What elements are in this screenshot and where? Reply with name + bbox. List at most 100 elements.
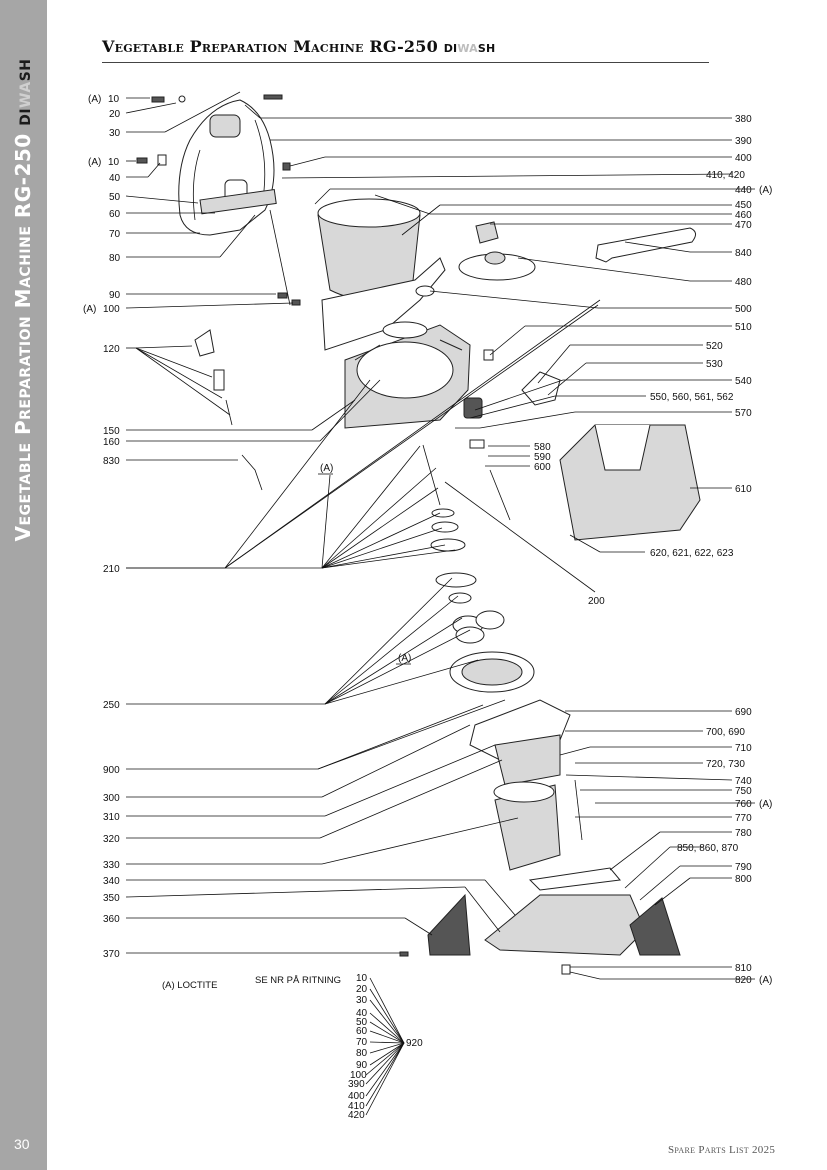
callout-label: 40 bbox=[109, 173, 121, 184]
header-rule bbox=[102, 62, 709, 63]
callout-label: 60 bbox=[109, 209, 121, 220]
page-title-text: Vegetable Preparation Machine RG-250 bbox=[102, 37, 438, 56]
callout-label: 800 bbox=[735, 874, 752, 885]
callout-label: 820 bbox=[735, 975, 752, 986]
callout-label: 690 bbox=[735, 707, 752, 718]
callout-label: 360 bbox=[103, 914, 120, 925]
brand-logo-wa: wa bbox=[457, 37, 478, 56]
callouts-right: 380 390 400 410, 420 440(A) 450 460 470 … bbox=[534, 114, 772, 986]
callout-label: 100 bbox=[103, 304, 120, 315]
callouts-left: (A)10 20 30 (A)10 40 50 60 70 80 90 (A)1… bbox=[83, 94, 121, 960]
kit-item: 400 bbox=[348, 1091, 365, 1102]
callout-label: 590 bbox=[534, 452, 551, 463]
callout-suffix: (A) bbox=[759, 799, 772, 810]
leader-lines-left bbox=[125, 91, 601, 954]
callout-label: 770 bbox=[735, 813, 752, 824]
callout-label: 10 bbox=[108, 94, 120, 105]
kit-item: 40 bbox=[356, 1008, 368, 1019]
callout-label: 740 bbox=[735, 776, 752, 787]
callout-label: 900 bbox=[103, 765, 120, 776]
callout-label: 120 bbox=[103, 344, 120, 355]
callout-label: 750 bbox=[735, 786, 752, 797]
swedish-note: SE NR PÅ RITNING bbox=[255, 975, 341, 986]
callout-label: 510 bbox=[735, 322, 752, 333]
loctite-note: (A) LOCTITE bbox=[162, 980, 217, 991]
callout-label: 450 bbox=[735, 200, 752, 211]
kit-item: 90 bbox=[356, 1060, 368, 1071]
callout-label: 850, 860, 870 bbox=[677, 843, 739, 854]
callout-label: 150 bbox=[103, 426, 120, 437]
page-number: 30 bbox=[14, 1136, 30, 1152]
callout-label: 610 bbox=[735, 484, 752, 495]
callout-label: 350 bbox=[103, 893, 120, 904]
callout-label: 530 bbox=[706, 359, 723, 370]
callout-suffix: (A) bbox=[759, 975, 772, 986]
callout-label: 570 bbox=[735, 408, 752, 419]
callout-label: 400 bbox=[735, 153, 752, 164]
kit-item: 20 bbox=[356, 984, 368, 995]
parts-drawing bbox=[136, 94, 701, 975]
brand-logo-sh: sh bbox=[477, 37, 496, 56]
callout-prefix: (A) bbox=[88, 94, 101, 105]
callout-label: 460 bbox=[735, 210, 752, 221]
kit-item: 50 bbox=[356, 1017, 368, 1028]
page-title: Vegetable Preparation Machine RG-250 diw… bbox=[102, 37, 495, 56]
callout-label: 470 bbox=[735, 220, 752, 231]
callout-label: 600 bbox=[534, 462, 551, 473]
kit-item: 30 bbox=[356, 995, 368, 1006]
callout-label: 50 bbox=[109, 192, 121, 203]
callout-label: 80 bbox=[109, 253, 121, 264]
callout-label: 760 bbox=[735, 799, 752, 810]
kit-leader-lines bbox=[365, 977, 405, 1116]
callout-label: 90 bbox=[109, 290, 121, 301]
footer-text: Spare Parts List 2025 bbox=[668, 1144, 776, 1156]
callout-label: 200 bbox=[588, 596, 605, 607]
callout-label: 390 bbox=[735, 136, 752, 147]
callout-label: 480 bbox=[735, 277, 752, 288]
callout-label: 330 bbox=[103, 860, 120, 871]
kit-item: 410 bbox=[348, 1101, 365, 1112]
callout-label: 380 bbox=[735, 114, 752, 125]
callout-label: 310 bbox=[103, 812, 120, 823]
callout-label: 20 bbox=[109, 109, 121, 120]
kit-920-list: 10 20 30 40 50 60 70 80 90 100 390 400 4… bbox=[348, 973, 423, 1121]
callout-label: 790 bbox=[735, 862, 752, 873]
callout-label: 710 bbox=[735, 743, 752, 754]
callout-label: 840 bbox=[735, 248, 752, 259]
callout-label: 780 bbox=[735, 828, 752, 839]
diagram-note-a: (A) bbox=[398, 653, 411, 664]
callout-label: 830 bbox=[103, 456, 120, 467]
brand-logo-di: di bbox=[443, 37, 458, 56]
kit-item: 100 bbox=[350, 1070, 367, 1081]
callout-label: 340 bbox=[103, 876, 120, 887]
callout-label: 10 bbox=[108, 157, 120, 168]
callout-label: 440 bbox=[735, 185, 752, 196]
sidebar: Vegetable Preparation Machine RG-250 diw… bbox=[0, 0, 47, 1170]
callout-label: 370 bbox=[103, 949, 120, 960]
callout-label: 300 bbox=[103, 793, 120, 804]
callout-label: 580 bbox=[534, 442, 551, 453]
callout-label: 30 bbox=[109, 128, 121, 139]
kit-item: 70 bbox=[356, 1037, 368, 1048]
callout-label: 620, 621, 622, 623 bbox=[650, 548, 734, 559]
kit-item: 390 bbox=[348, 1079, 365, 1090]
callout-label: 520 bbox=[706, 341, 723, 352]
callout-label: 550, 560, 561, 562 bbox=[650, 392, 734, 403]
callout-label: 720, 730 bbox=[706, 759, 745, 770]
callout-prefix: (A) bbox=[88, 157, 101, 168]
callout-label: 540 bbox=[735, 376, 752, 387]
callout-label: 210 bbox=[103, 564, 120, 575]
kit-item: 420 bbox=[348, 1110, 365, 1121]
callout-label: 160 bbox=[103, 437, 120, 448]
callout-label: 700, 690 bbox=[706, 727, 745, 738]
leader-lines-right bbox=[244, 104, 755, 980]
callout-label: 320 bbox=[103, 834, 120, 845]
kit-item: 80 bbox=[356, 1048, 368, 1059]
callout-label: 70 bbox=[109, 229, 121, 240]
kit-label: 920 bbox=[406, 1038, 423, 1049]
callout-label: 250 bbox=[103, 700, 120, 711]
callout-suffix: (A) bbox=[759, 185, 772, 196]
kit-item: 10 bbox=[356, 973, 368, 984]
callout-label: 810 bbox=[735, 963, 752, 974]
